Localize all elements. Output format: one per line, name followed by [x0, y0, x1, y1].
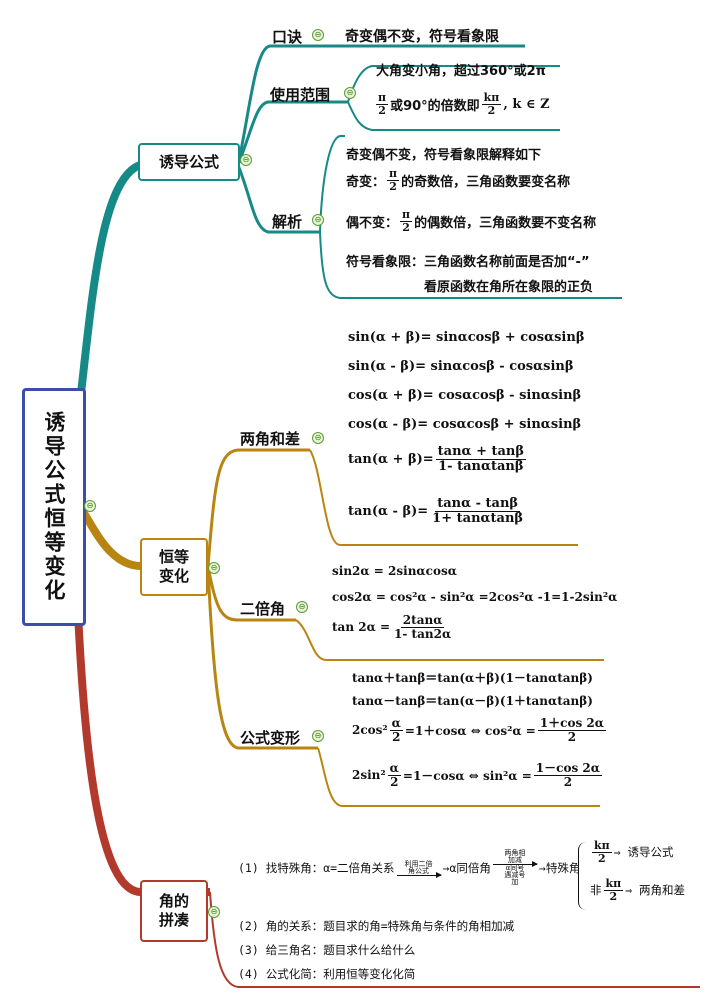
collapse-icon[interactable]: ⊖	[344, 87, 356, 99]
collapse-icon[interactable]: ⊖	[208, 906, 220, 918]
collapse-icon[interactable]: ⊖	[312, 214, 324, 226]
collapse-icon[interactable]: ⊖	[84, 500, 96, 512]
formula-tan-sum-variant: tanα＋tanβ＝tan(α＋β)(1－tanαtanβ)	[352, 671, 593, 685]
analysis-sign-line: 符号看象限：三角函数名称前面是否加“-”	[346, 255, 590, 270]
formula-cos-sum: cos(α + β)= cosαcosβ - sinαsinβ	[348, 388, 582, 403]
case-brace	[578, 842, 589, 910]
formula-sin-double: sin2α = 2sinαcosα	[332, 564, 457, 578]
root-title: 诱导公式恒等变化	[42, 411, 66, 603]
collapse-icon[interactable]: ⊖	[208, 562, 220, 574]
topic-identity-transform[interactable]: 恒等变化	[140, 538, 208, 596]
mnemonic-text: 奇变偶不变，符号看象限	[345, 29, 499, 45]
collapse-icon[interactable]: ⊖	[240, 154, 252, 166]
collapse-icon[interactable]: ⊖	[312, 730, 324, 742]
topic-induction-label: 诱导公式	[158, 152, 219, 171]
formula-sin-sum: sin(α + β)= sinαcosβ + cosαsinβ	[348, 330, 585, 345]
range-line-1: 大角变小角，超过360°或2π	[376, 64, 546, 79]
angle-step-2: (2) 角的关系：题目求的角=特殊角与条件的角相加减	[238, 919, 515, 933]
topic-angle-combination[interactable]: 角的拼凑	[140, 880, 208, 942]
collapse-icon[interactable]: ⊖	[312, 432, 324, 444]
subtopic-mnemonic[interactable]: 口诀	[272, 28, 303, 46]
formula-sin-diff: sin(α - β)= sinαcosβ - cosαsinβ	[348, 359, 574, 374]
angle-step-4: (4) 公式化简：利用恒等变化化简	[238, 967, 416, 981]
topic-identity-label: 恒等变化	[158, 548, 189, 585]
collapse-icon[interactable]: ⊖	[296, 601, 308, 613]
collapse-icon[interactable]: ⊖	[312, 29, 324, 41]
formula-cos-double: cos2α = cos²α - sin²α =2cos²α -1=1-2sin²…	[332, 590, 618, 604]
formula-cos-diff: cos(α - β)= cosαcosβ + sinαsinβ	[348, 417, 582, 432]
analysis-intro: 奇变偶不变，符号看象限解释如下	[346, 148, 542, 163]
root-topic[interactable]: 诱导公式恒等变化	[22, 388, 86, 626]
subtopic-sum-diff[interactable]: 两角和差	[240, 430, 301, 448]
subtopic-double-angle[interactable]: 二倍角	[240, 600, 286, 618]
angle-step-3: (3) 给三角名：题目求什么给什么	[238, 943, 416, 957]
subtopic-analysis[interactable]: 解析	[272, 213, 303, 231]
subtopic-range[interactable]: 使用范围	[270, 86, 331, 104]
angle-step-1: (1) 找特殊角：α=二倍角关系 利用二倍角公式 →α同倍角 两角相加减 α同号…	[238, 849, 581, 886]
analysis-sign-line-2: 看原函数在角所在象限的正负	[424, 280, 594, 295]
subtopic-formula-variants[interactable]: 公式变形	[240, 729, 301, 747]
formula-tan-diff-variant: tanα－tanβ＝tan(α－β)(1＋tanαtanβ)	[352, 694, 593, 708]
arrow-double-angle: 利用二倍角公式	[396, 860, 442, 878]
arrow-add-subtract: 两角相加减 α同号遇减号加	[492, 850, 538, 886]
topic-angles-label: 角的拼凑	[158, 892, 189, 929]
topic-induction-formula[interactable]: 诱导公式	[138, 143, 240, 181]
